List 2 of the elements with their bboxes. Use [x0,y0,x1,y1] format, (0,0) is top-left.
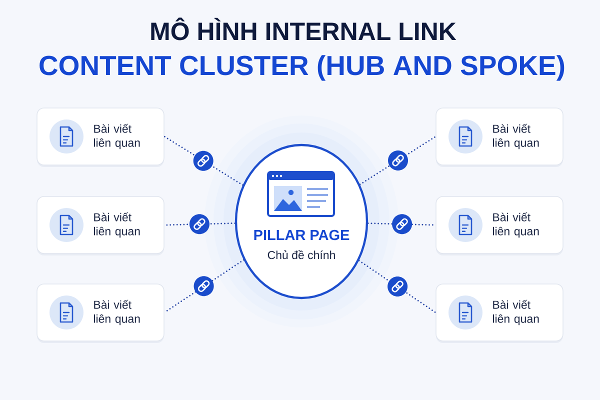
title: MÔ HÌNH INTERNAL LINK [151,18,456,40]
subtitle: CONTENT CLUSTER (HUB AND SPOKE) [40,55,564,81]
